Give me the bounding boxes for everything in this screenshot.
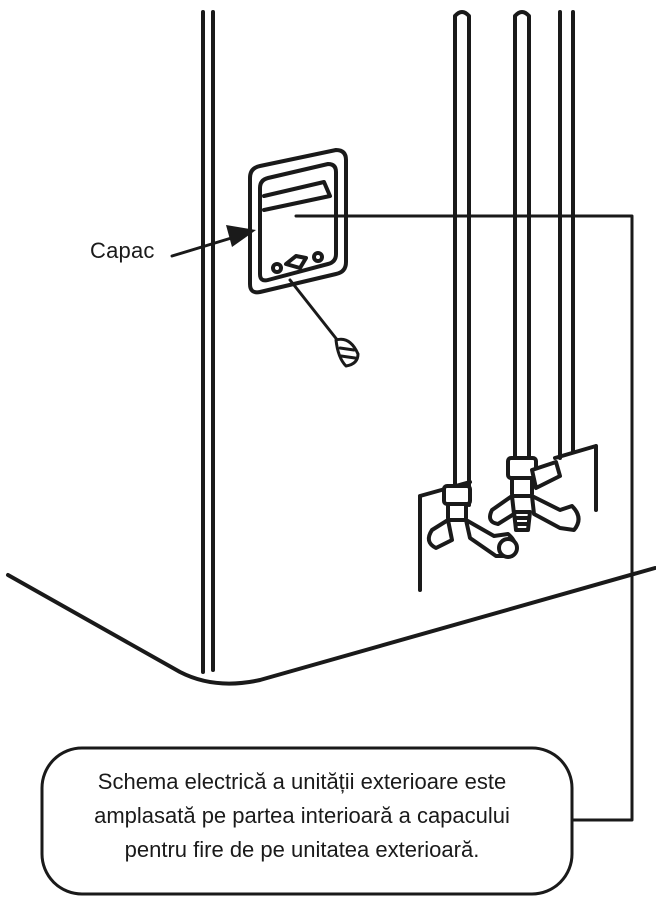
callout-box bbox=[40, 746, 574, 896]
wire-cover bbox=[248, 148, 348, 295]
unit-left-edge bbox=[201, 10, 215, 674]
callout-line-1: Schema electrică a unității exterioare e… bbox=[97, 769, 507, 794]
service-valve-left bbox=[426, 484, 519, 559]
callout-leader bbox=[294, 214, 634, 822]
callout-text: Schema electrică a unității exterioare e… bbox=[42, 765, 562, 867]
unit-bottom-outline bbox=[6, 566, 656, 686]
callout-line-2: amplasată pe partea interioară a capacul… bbox=[94, 803, 510, 828]
callout-line-3: pentru fire de pe unitatea exterioară. bbox=[124, 837, 480, 862]
cover-label: Capac bbox=[90, 238, 155, 263]
refrigerant-pipes bbox=[453, 10, 575, 507]
cover-screw bbox=[288, 278, 360, 368]
capac-arrow bbox=[170, 225, 256, 258]
service-valve-right bbox=[488, 456, 581, 532]
